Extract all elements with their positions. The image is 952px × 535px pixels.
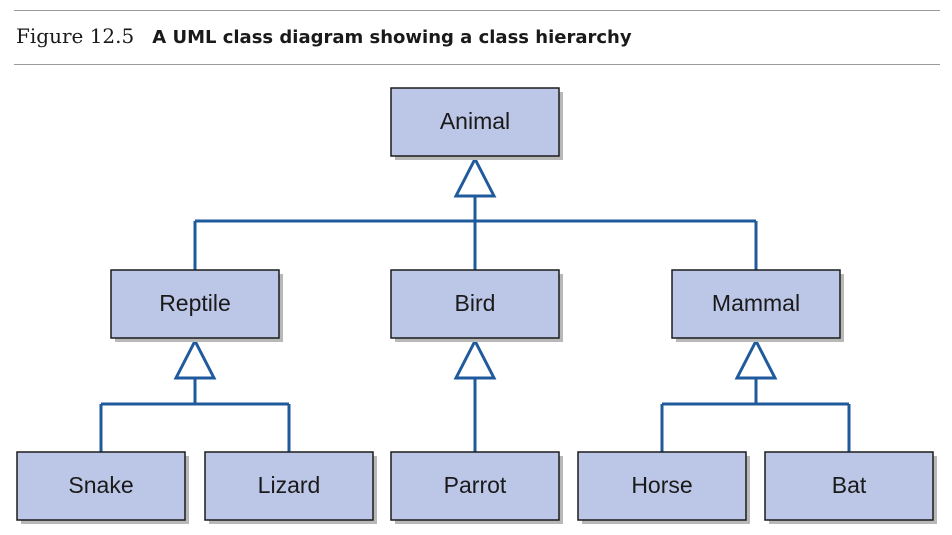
connectors-bird [453, 337, 497, 452]
class-box-parrot: Parrot [390, 451, 563, 524]
class-name-lizard: Lizard [258, 472, 321, 498]
class-name-bat: Bat [832, 472, 867, 498]
caption-top-rule [14, 10, 940, 11]
generalization-arrow-reptile [173, 337, 217, 380]
class-box-animal: Animal [390, 87, 563, 160]
connectors-mammal [660, 337, 851, 452]
generalization-arrow-mammal [734, 337, 778, 380]
connectors-reptile [99, 337, 291, 452]
class-box-horse: Horse [577, 451, 750, 524]
class-box-lizard: Lizard [204, 451, 377, 524]
class-box-reptile: Reptile [110, 269, 283, 342]
figure-title: A UML class diagram showing a class hier… [152, 27, 632, 48]
class-box-snake: Snake [16, 451, 189, 524]
generalization-arrow-animal [453, 155, 497, 198]
class-name-bird: Bird [455, 290, 496, 316]
class-name-mammal: Mammal [712, 290, 800, 316]
class-name-animal: Animal [440, 108, 510, 134]
class-box-bird: Bird [390, 269, 563, 342]
generalization-arrow-bird [453, 337, 497, 380]
class-name-parrot: Parrot [444, 472, 507, 498]
class-box-mammal: Mammal [671, 269, 844, 342]
figure-number: Figure 12.5 [16, 24, 135, 48]
caption-bottom-rule [14, 64, 940, 65]
class-name-horse: Horse [631, 472, 692, 498]
figure-caption: Figure 12.5 A UML class diagram showing … [16, 24, 632, 54]
class-name-snake: Snake [68, 472, 133, 498]
connectors-animal [193, 155, 758, 270]
class-box-bat: Bat [764, 451, 937, 524]
class-name-reptile: Reptile [159, 290, 231, 316]
